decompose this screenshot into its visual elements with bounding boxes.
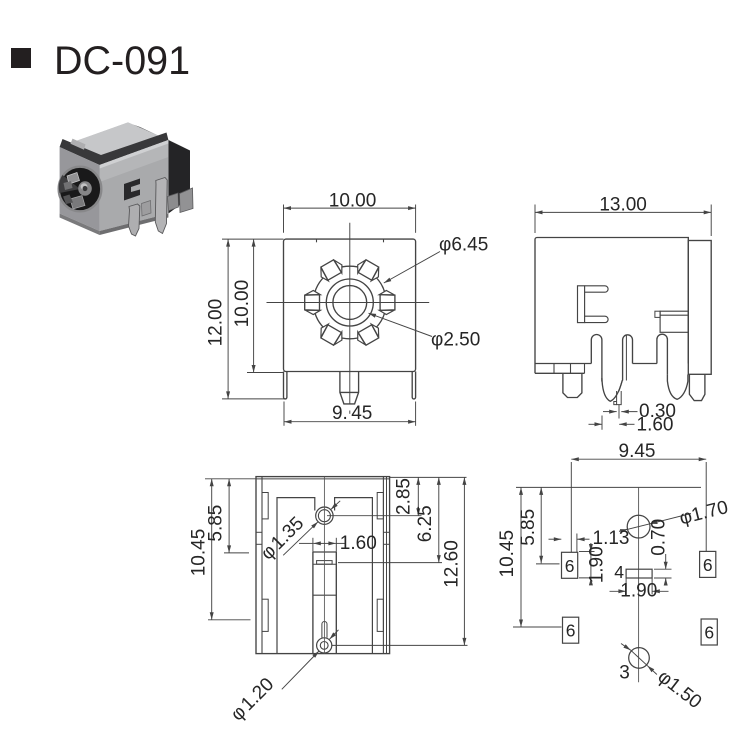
svg-text:φ1.20: φ1.20 bbox=[227, 674, 278, 725]
svg-text:6: 6 bbox=[565, 556, 575, 576]
svg-text:DC-091: DC-091 bbox=[54, 39, 190, 83]
svg-text:10.00: 10.00 bbox=[329, 190, 377, 211]
svg-text:1.60: 1.60 bbox=[637, 415, 674, 436]
svg-text:6: 6 bbox=[566, 621, 576, 641]
svg-text:5.85: 5.85 bbox=[518, 509, 539, 546]
svg-text:φ2.50: φ2.50 bbox=[431, 330, 480, 351]
svg-text:2.85: 2.85 bbox=[393, 478, 414, 515]
svg-text:10.00: 10.00 bbox=[232, 280, 253, 328]
svg-text:12.60: 12.60 bbox=[442, 540, 463, 588]
svg-text:10.45: 10.45 bbox=[189, 529, 210, 577]
svg-text:φ6.45: φ6.45 bbox=[439, 235, 488, 256]
svg-text:10.45: 10.45 bbox=[497, 530, 518, 578]
svg-text:1.90: 1.90 bbox=[586, 546, 607, 583]
svg-text:9.45: 9.45 bbox=[619, 441, 656, 462]
svg-text:13.00: 13.00 bbox=[599, 195, 647, 216]
svg-text:12.00: 12.00 bbox=[206, 299, 227, 347]
svg-text:1.13: 1.13 bbox=[593, 528, 630, 549]
svg-text:6: 6 bbox=[703, 555, 713, 575]
svg-text:0.70: 0.70 bbox=[648, 519, 669, 556]
svg-text:6.25: 6.25 bbox=[415, 505, 436, 542]
svg-text:9.: 9. bbox=[332, 403, 348, 424]
svg-text:1.60: 1.60 bbox=[340, 533, 377, 554]
svg-text:1.90: 1.90 bbox=[620, 581, 657, 602]
svg-text:0.30: 0.30 bbox=[639, 401, 676, 422]
svg-text:φ1.70: φ1.70 bbox=[677, 497, 730, 529]
svg-text:3: 3 bbox=[619, 663, 630, 684]
svg-text:45: 45 bbox=[351, 403, 372, 424]
svg-text:4: 4 bbox=[614, 562, 624, 582]
svg-text:5.85: 5.85 bbox=[206, 505, 227, 542]
svg-text:6: 6 bbox=[704, 623, 714, 643]
svg-text:φ1.50: φ1.50 bbox=[653, 666, 705, 713]
